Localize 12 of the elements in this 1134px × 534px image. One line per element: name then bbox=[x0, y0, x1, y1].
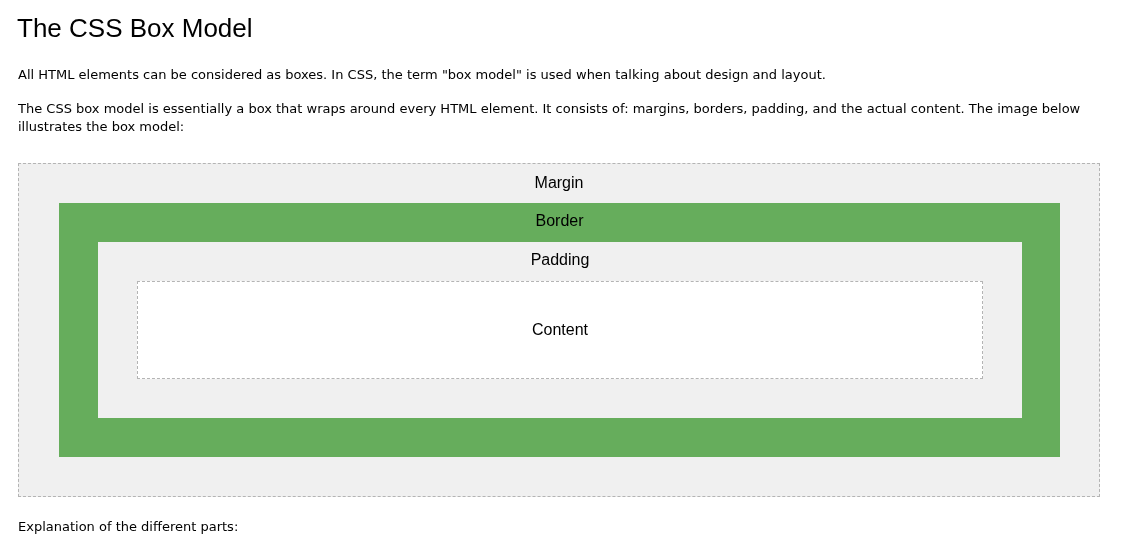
area-label: Padding bbox=[530, 250, 590, 270]
area-label: Margin bbox=[534, 173, 584, 193]
margin-area bbox=[18, 163, 1100, 497]
paragraph: Explanation of the different parts: bbox=[18, 518, 240, 534]
content-area bbox=[137, 281, 983, 379]
padding-area bbox=[98, 242, 1022, 418]
page-heading: The CSS Box Model bbox=[17, 13, 253, 43]
paragraph: The CSS box model is essentially a box that wraps around every HTML element. It consists of: margins, borders, padding, and the actual content. The image below illustrates the box model: bbox=[18, 100, 1082, 136]
area-label: Border bbox=[535, 211, 584, 231]
border-area bbox=[59, 203, 1060, 457]
area-label: Content bbox=[532, 320, 588, 340]
paragraph: All HTML elements can be considered as boxes. In CSS, the term "box model" is used when talking about design and layout. bbox=[18, 66, 827, 84]
